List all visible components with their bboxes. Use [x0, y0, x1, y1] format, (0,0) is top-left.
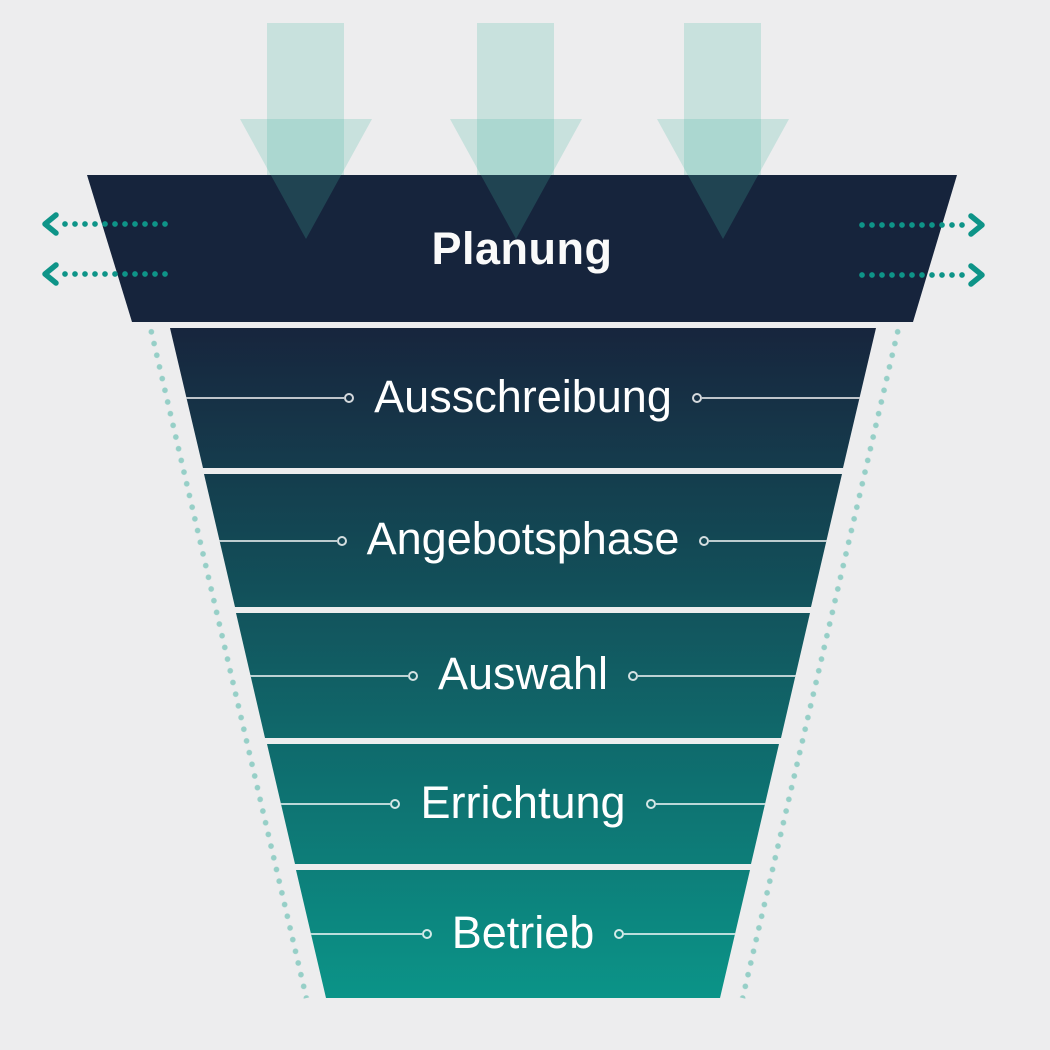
arrow-left-icon	[41, 212, 168, 236]
connector-row: Auswahl	[236, 613, 810, 738]
connector-line-left	[236, 675, 408, 677]
chevron-right-icon	[968, 213, 985, 237]
arrow-right-icon	[859, 213, 986, 237]
connector-line-right	[702, 397, 876, 399]
connector-line-right	[709, 540, 842, 542]
dotted-line	[859, 272, 965, 278]
arrow-right-icon	[859, 263, 986, 287]
connector-row: Betrieb	[296, 870, 750, 998]
chevron-left-icon	[42, 212, 59, 236]
connector-ring-right	[628, 671, 638, 681]
connector-line-right	[638, 675, 810, 677]
connector-line-left	[296, 933, 422, 935]
stage-planung: Planung	[87, 175, 957, 322]
stage-label: Auswahl	[437, 648, 609, 699]
connector-row: Angebotsphase	[204, 474, 842, 607]
connector-line-right	[624, 933, 750, 935]
stage-label: Errichtung	[420, 776, 626, 828]
connector-ring-right	[692, 393, 702, 403]
chevron-right-icon	[968, 263, 985, 287]
connector-line-left	[170, 397, 344, 399]
stage-angebotsphase: Angebotsphase	[204, 474, 842, 607]
connector-ring-right	[614, 929, 624, 939]
stage-errichtung: Errichtung	[267, 744, 779, 864]
dotted-line	[62, 271, 168, 277]
connector-ring-left	[408, 671, 418, 681]
connector-ring-right	[646, 799, 656, 809]
connector-ring-left	[422, 929, 432, 939]
stage-betrieb: Betrieb	[296, 870, 750, 998]
stage-auswahl: Auswahl	[236, 613, 810, 738]
connector-ring-left	[390, 799, 400, 809]
stage-label: Ausschreibung	[374, 370, 672, 422]
dotted-line	[62, 221, 168, 227]
connector-ring-left	[337, 536, 347, 546]
connector-ring-left	[344, 393, 354, 403]
down-arrow-shaft	[684, 23, 761, 175]
connector-ring-right	[699, 536, 709, 546]
chevron-left-icon	[42, 262, 59, 286]
connector-line-left	[267, 803, 390, 805]
connector-line-right	[656, 803, 779, 805]
connector-row: Errichtung	[267, 744, 779, 864]
dotted-line	[859, 222, 965, 228]
connector-line-left	[204, 540, 337, 542]
down-arrow-shaft	[477, 23, 554, 175]
stage-ausschreibung: Ausschreibung	[170, 328, 876, 468]
connector-row: Ausschreibung	[170, 328, 876, 468]
down-arrow-shaft	[267, 23, 344, 175]
stage-label: Betrieb	[451, 906, 595, 958]
stage-planung-label: Planung	[431, 222, 613, 274]
arrow-left-icon	[41, 262, 168, 286]
stage-label: Angebotsphase	[366, 513, 680, 564]
